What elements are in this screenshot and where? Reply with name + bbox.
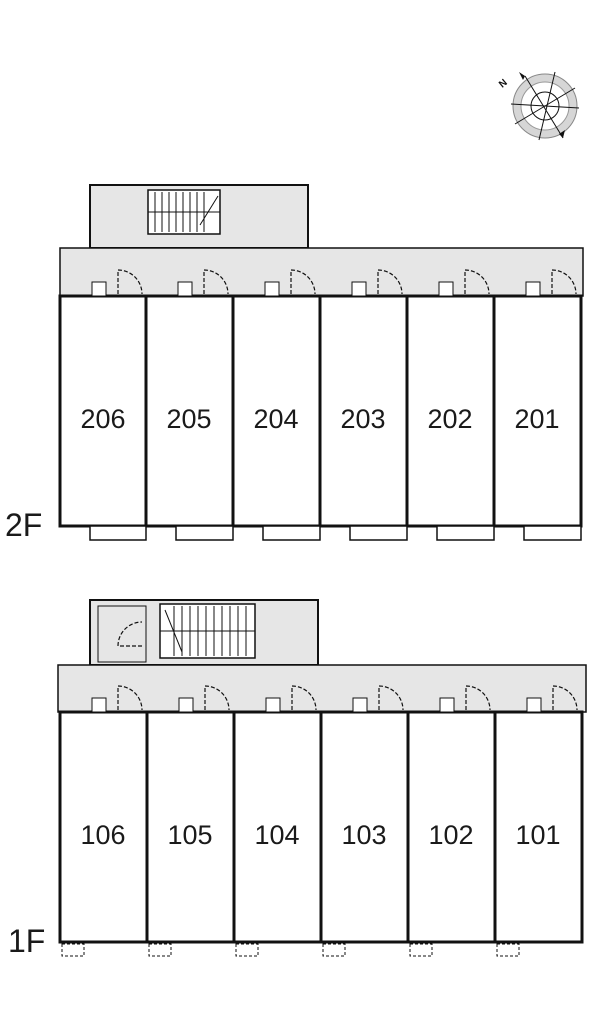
balconies-2f <box>89 525 582 541</box>
room-106 <box>58 710 149 944</box>
floor-label-2f: 2F <box>5 507 42 543</box>
room-label-203: 203 <box>340 404 385 434</box>
room-label-101: 101 <box>515 820 560 850</box>
room-label-102: 102 <box>428 820 473 850</box>
stairs-2f <box>147 189 221 235</box>
corridor-2f <box>59 247 584 297</box>
rooms-2f <box>58 294 583 528</box>
room-204 <box>231 294 322 528</box>
room-label-106: 106 <box>80 820 125 850</box>
room-label-202: 202 <box>427 404 472 434</box>
room-label-103: 103 <box>341 820 386 850</box>
room-label-105: 105 <box>167 820 212 850</box>
compass-north-label: N <box>497 77 510 90</box>
room-label-104: 104 <box>254 820 299 850</box>
room-label-205: 205 <box>166 404 211 434</box>
corridor-1f <box>57 664 587 713</box>
compass-rose-icon <box>510 71 580 141</box>
floor-1f: 106 105 104 103 102 101 1F <box>8 599 587 959</box>
floor-label-1f: 1F <box>8 923 45 959</box>
rooms-1f <box>58 710 584 944</box>
floor-2f: 206 205 204 203 202 201 2F <box>5 184 584 543</box>
stairs-1f <box>159 603 256 659</box>
room-101 <box>493 710 584 944</box>
room-105 <box>145 710 236 944</box>
room-201 <box>492 294 583 528</box>
room-104 <box>232 710 323 944</box>
room-label-201: 201 <box>514 404 559 434</box>
room-label-204: 204 <box>253 404 298 434</box>
doors-2f <box>117 269 577 295</box>
balconies-1f <box>61 943 520 957</box>
room-label-206: 206 <box>80 404 125 434</box>
doors-1f <box>117 685 578 711</box>
